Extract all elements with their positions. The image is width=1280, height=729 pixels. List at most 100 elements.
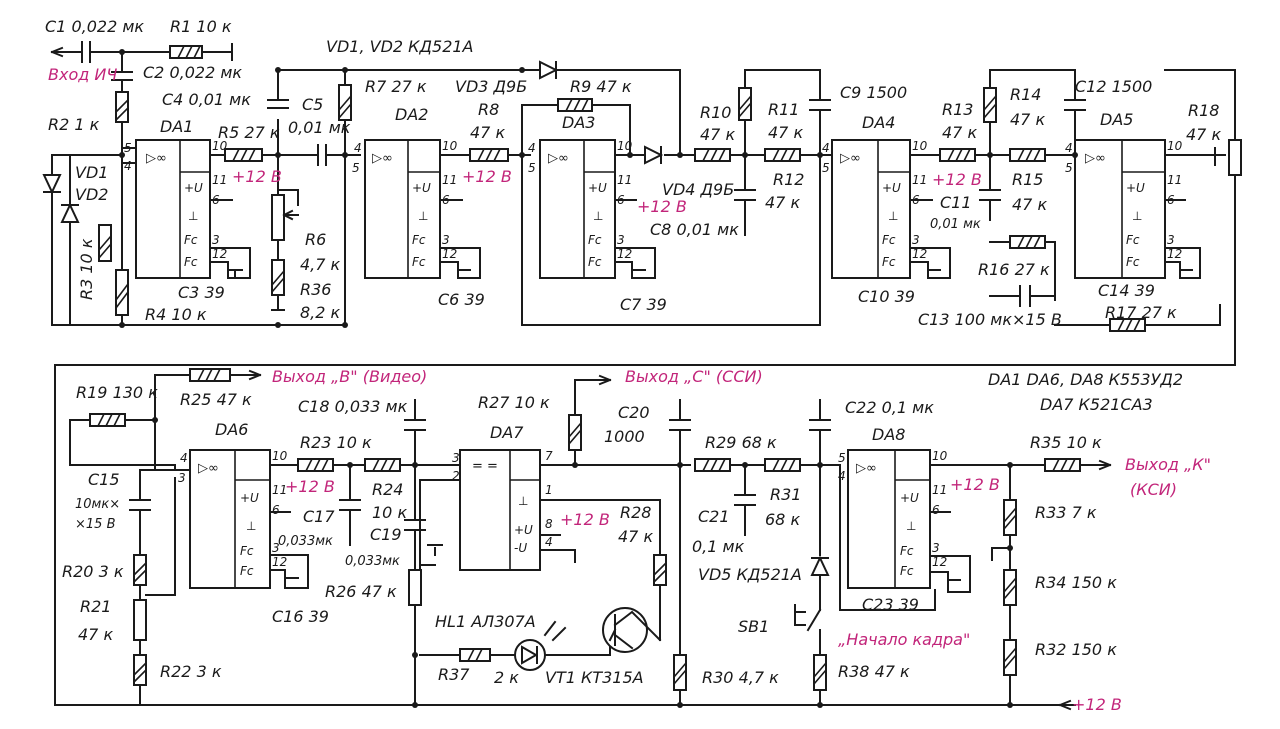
pin-label: 6 [442, 193, 450, 207]
pin-label: 3 [617, 233, 625, 247]
label-r23: R23 10 к [300, 433, 372, 452]
pin-label: 12 [272, 555, 287, 569]
label-ic-list1: DA1 DA6, DA8 К553УД2 [988, 370, 1183, 389]
pin-label: +U [900, 491, 919, 505]
label-r20: R20 3 к [62, 562, 124, 581]
label-r37: R37 [438, 665, 470, 684]
pin-label: 5 [528, 161, 536, 175]
label-da2: DA2 [395, 105, 428, 124]
vd2-diode [60, 202, 80, 223]
c19-capacitor [404, 519, 426, 531]
pin-label: 10 [617, 139, 633, 153]
label-c23: C23 39 [862, 595, 919, 614]
label-r2: R2 1 к [48, 115, 100, 134]
pin-label: 3 [452, 451, 460, 465]
pin-label: 4 [1065, 141, 1073, 155]
label-ic-list2: DA7 К521СА3 [1040, 395, 1153, 414]
pin-label: 7 [545, 449, 553, 463]
c13-capacitor [1019, 285, 1031, 307]
pin-label: 3 [932, 541, 940, 555]
label-c4: C4 0,01 мк [162, 90, 251, 109]
label-vt1: VT1 КТ315А [545, 668, 644, 687]
da8-opamp [847, 449, 971, 593]
pin-label: 11 [272, 483, 287, 497]
label-bus: +12 В [1072, 695, 1122, 714]
pin-label: ⊥ [906, 519, 916, 533]
label-r12v: 47 к [765, 193, 800, 212]
label-r5: R5 27 к [218, 123, 280, 142]
pin-label: 3 [912, 233, 920, 247]
vd5-diode [810, 555, 830, 576]
label-hl1: HL1 АЛ307А [435, 612, 536, 631]
label-r9: R9 47 к [570, 77, 632, 96]
pin-label: 6 [912, 193, 920, 207]
da5-opamp [1074, 139, 1201, 279]
pin-label: 4 [822, 141, 830, 155]
c18-capacitor [404, 419, 426, 431]
bottom-junctions [152, 417, 1013, 708]
pin-label: +U [882, 181, 901, 195]
pin-label: 10 [932, 449, 948, 463]
label-r36: R36 [300, 280, 331, 299]
label-r8: R8 [478, 100, 499, 119]
pin-label: +U [514, 523, 533, 537]
label-r21: R21 [80, 597, 111, 616]
label-c15v: 10мк× [75, 497, 120, 512]
pin-label: 12 [617, 247, 632, 261]
pin-label: 12 [932, 555, 947, 569]
label-c17: C17 [303, 507, 335, 526]
label-r1: R1 10 к [170, 17, 232, 36]
label-c17v: 0,033мк [278, 534, 333, 549]
top-row-components [42, 41, 1242, 332]
pin-label: ⊥ [188, 209, 198, 223]
label-c5: C5 [302, 95, 323, 114]
label-c21v: 0,1 мк [692, 537, 745, 556]
pin-label: 3 [272, 541, 280, 555]
pin-label: 6 [617, 193, 625, 207]
label-r25: R25 47 к [180, 390, 252, 409]
c15-capacitor [129, 499, 151, 511]
label-r10: R10 [700, 103, 731, 122]
label-input: Вход ИЧ [48, 65, 117, 84]
pin-label: 10 [442, 139, 458, 153]
label-r6v: 4,7 к [300, 255, 341, 274]
label-r11: R11 [768, 100, 799, 119]
label-r3: R3 10 к [77, 238, 96, 300]
label-r16: R16 27 к [978, 260, 1050, 279]
label-r31v: 68 к [765, 510, 800, 529]
label-r10v: 47 к [700, 125, 735, 144]
label-r35: R35 10 к [1030, 433, 1102, 452]
pin-label: ▷∞ [372, 151, 393, 166]
pin-label: 11 [442, 173, 457, 187]
pin-label: +U [184, 181, 203, 195]
label-c2: C2 0,022 мк [143, 63, 242, 82]
pin-label: 4 [528, 141, 536, 155]
label-out-k2: (КСИ) [1130, 480, 1177, 499]
label-r13v: 47 к [942, 123, 977, 142]
label-r36v: 8,2 к [300, 303, 341, 322]
c8-capacitor [734, 189, 756, 201]
c21-capacitor [734, 494, 756, 506]
pin-label: 4 [354, 141, 362, 155]
label-r15v: 47 к [1012, 195, 1047, 214]
label-r24: R24 [372, 480, 403, 499]
label-r18v: 47 к [1186, 125, 1221, 144]
label-r13: R13 [942, 100, 973, 119]
pin-label: Fc [882, 255, 896, 269]
label-r38: R38 47 к [838, 662, 910, 681]
label-r14v: 47 к [1010, 110, 1045, 129]
pin-label: 1 [545, 483, 553, 497]
pin-label: Fc [882, 233, 896, 247]
pin-label: 12 [442, 247, 457, 261]
label-plus12-da7: +12 В [560, 510, 610, 529]
label-c1: C1 0,022 мк [45, 17, 144, 36]
pin-label: Fc [184, 233, 198, 247]
label-r6: R6 [305, 230, 326, 249]
label-r19: R19 130 к [76, 383, 158, 402]
c22-capacitor [809, 419, 831, 431]
pin-label: 3 [178, 471, 186, 485]
pin-label: 11 [912, 173, 927, 187]
pin-label: 2 [452, 469, 460, 483]
label-da5: DA5 [1100, 110, 1133, 129]
